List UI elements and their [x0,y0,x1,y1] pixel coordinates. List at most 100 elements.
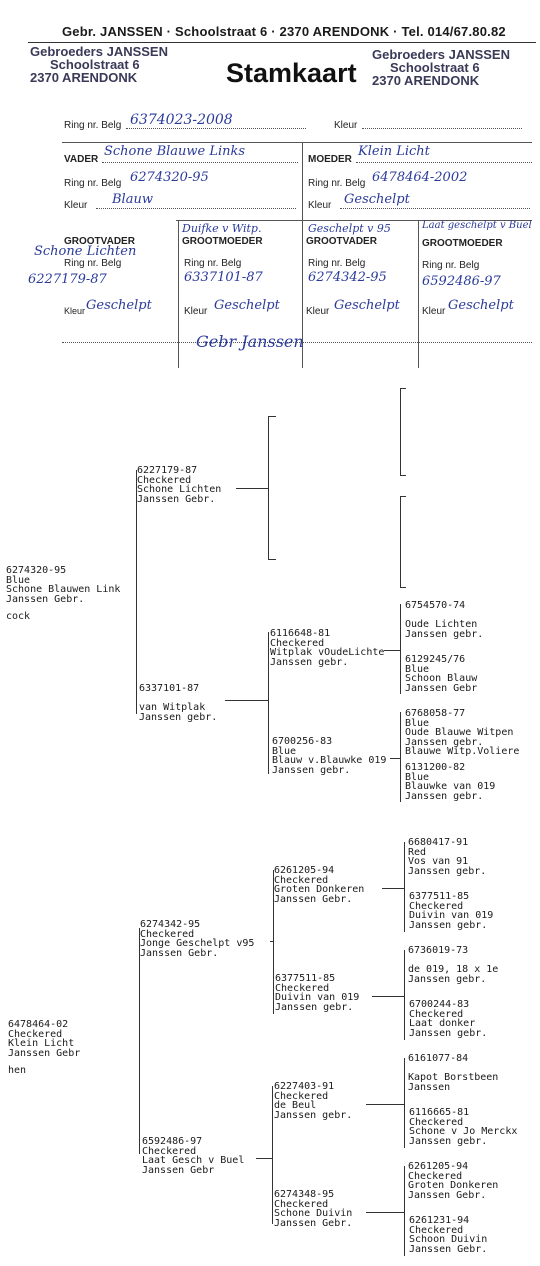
p2-ds-ring: 6227403-91 [274,1081,335,1092]
p1-dds-name: Oude Blauwe Witpen [405,727,514,739]
p1-bracket-sire-bottom [268,559,276,560]
p2-dsd-ring: 6116665-81 [409,1107,470,1118]
p1-dss-breeder: Janssen gebr. [405,628,484,640]
p1-dd-bracket [400,712,401,802]
p1-ds-bracket [400,604,401,694]
gp4-role: GROOTMOEDER [422,238,503,249]
gp4-kleur: Geschelpt [448,298,514,313]
p2-sdd-color: Checkered [409,1008,464,1020]
stamp-right-line-2: Schoolstraat 6 [390,60,480,75]
p1-dd-breeder: Janssen gebr. [272,764,351,776]
p1-dam-bracket [268,632,269,774]
vader-kleur-label: Kleur [64,200,88,211]
p1-dds-color: Blue [405,717,430,729]
moeder-ring-label: Ring nr. Belg [308,178,366,189]
p2-dam-color: Checkered [142,1145,197,1157]
grid-mid-vertical [302,142,303,220]
p2-subject-color: Checkered [8,1028,63,1040]
p2-ddd: 6261231-94 Checkered Schoon Duivin Janss… [409,1216,487,1254]
gp1-ring-label: Ring nr. Belg [64,258,122,269]
ring-value: 6374023-2008 [130,112,233,128]
p2-ds-breeder: Janssen gebr. [274,1109,353,1121]
p2-sire-breeder: Janssen Gebr. [140,947,219,959]
gp1-kleur: Geschelpt [86,298,152,313]
p1-subject: 6274320-95 Blue Schone Blauwen Link Jans… [6,566,120,622]
p2-dam-bracket [272,1086,273,1224]
p1-ds-breeder: Janssen gebr. [270,656,349,668]
p2-dd: 6274348-95 Checkered Schone Duivin Janss… [274,1190,352,1228]
p2-dss-ring: 6161077-84 [408,1053,469,1064]
p2-sire-name: Jonge Geschelpt v95 [140,938,255,950]
stamp-right-line-1: Gebroeders JANSSEN [372,47,510,62]
p2-dsd-breeder: Janssen gebr. [409,1135,488,1147]
stamp-left-line-1: Gebroeders JANSSEN [30,44,168,59]
p2-sss-color: Red [408,846,427,858]
p2-sss-ring: 6680417-91 [408,837,469,848]
grid-top [62,142,532,143]
gp4-ring-label: Ring nr. Belg [422,260,480,271]
p1-bracket-sire-line [268,416,269,560]
p2-dds: 6261205-94 Checkered Groten Donkeren Jan… [408,1162,498,1200]
p1-bracket-4b [400,496,401,588]
header-rule [28,42,536,43]
p2-sire: 6274342-95 Checkered Jonge Geschelpt v95… [140,920,254,958]
p2-sd-color: Checkered [275,982,330,994]
p1-dds-ring: 6768058-77 [405,708,466,719]
p2-sire-ring: 6274342-95 [140,919,201,930]
p2-ss-breeder: Janssen Gebr. [274,893,353,905]
gp4-ring: 6592486-97 [422,274,501,289]
p2-sdd-name: Laat donker [409,1018,476,1030]
p2-sds-ring: 6736019-73 [408,945,469,956]
p2-ddd-ring: 6261231-94 [409,1215,470,1226]
p2-dds-color: Checkered [408,1170,463,1182]
p2-dsd-color: Checkered [409,1116,464,1128]
p1-dss-ring: 6754570-74 [405,600,466,611]
p2-sdd: 6700244-83 Checkered Laat donker Janssen… [409,1000,487,1038]
p2-dam: 6592486-97 Checkered Laat Gesch v Buel J… [142,1137,244,1175]
p1-bracket-sire-top [268,416,276,417]
p1-dd-connector [390,758,400,759]
p1-main-bracket [136,470,137,714]
p1-subject-breeder: Janssen Gebr. [6,593,85,605]
grid-col-3 [418,220,419,368]
gp2-role: GROOTMOEDER [182,236,263,247]
p1-subject-name: Schone Blauwen Link [6,584,121,596]
stamp-left-line-3: 2370 ARENDONK [30,70,138,85]
moeder-label: MOEDER [308,154,352,165]
moeder-kleur-label: Kleur [308,200,332,211]
p2-subject-name: Klein Licht [8,1038,75,1050]
gp4-name: Laat geschelpt v Buel [422,220,532,231]
p1-sire-connector [236,488,268,489]
p2-ss: 6261205-94 Checkered Groten Donkeren Jan… [274,866,364,904]
p2-dss: 6161077-84 Kapot Borstbeen Janssen [408,1054,498,1092]
p1-sire-name: Schone Lichten [137,484,222,496]
p1-ddd: 6131200-82 Blue Blauwke van 019 Janssen … [405,763,495,801]
p1-sire-breeder: Janssen Gebr. [137,493,216,505]
moeder-kleur-dotline [340,208,530,209]
kleur-label: Kleur [334,120,358,131]
moeder-dotline [356,162,532,163]
p2-dam-breeder: Janssen Gebr [142,1164,215,1176]
gp1-ring: 6227179-87 [28,272,107,287]
stamp-left: Gebroeders JANSSEN Schoolstraat 6 2370 A… [30,45,168,84]
p2-main-bracket [139,928,140,1154]
p2-dsd-name: Schone v Jo Merckx [409,1126,518,1138]
p2-subject-ring: 6478464-02 [8,1019,69,1030]
p2-dd-color: Checkered [274,1198,329,1210]
p2-sds-breeder: Janssen gebr. [408,973,487,985]
p1-ds-name: Witplak vOudeLichte [270,647,385,659]
p2-sds-name: de 019, 18 x 1e [408,964,499,976]
p1-bracket-4b-bottom [400,587,406,588]
p1-bracket-4a-top [400,388,406,389]
p2-ss-bracket [404,842,405,932]
p1-dam-connector [225,700,268,701]
moeder-ring: 6478464-2002 [372,170,468,185]
vader-kleur-dotline [96,208,296,209]
p1-dam: 6337101-87 van Witplak Janssen gebr. [139,684,217,722]
vader-kleur: Blauw [112,192,153,207]
gp3-kleur: Geschelpt [334,298,400,313]
p2-sd-bracket [404,950,405,1040]
p2-ss-connector [382,888,404,889]
p2-sdd-ring: 6700244-83 [409,999,470,1010]
